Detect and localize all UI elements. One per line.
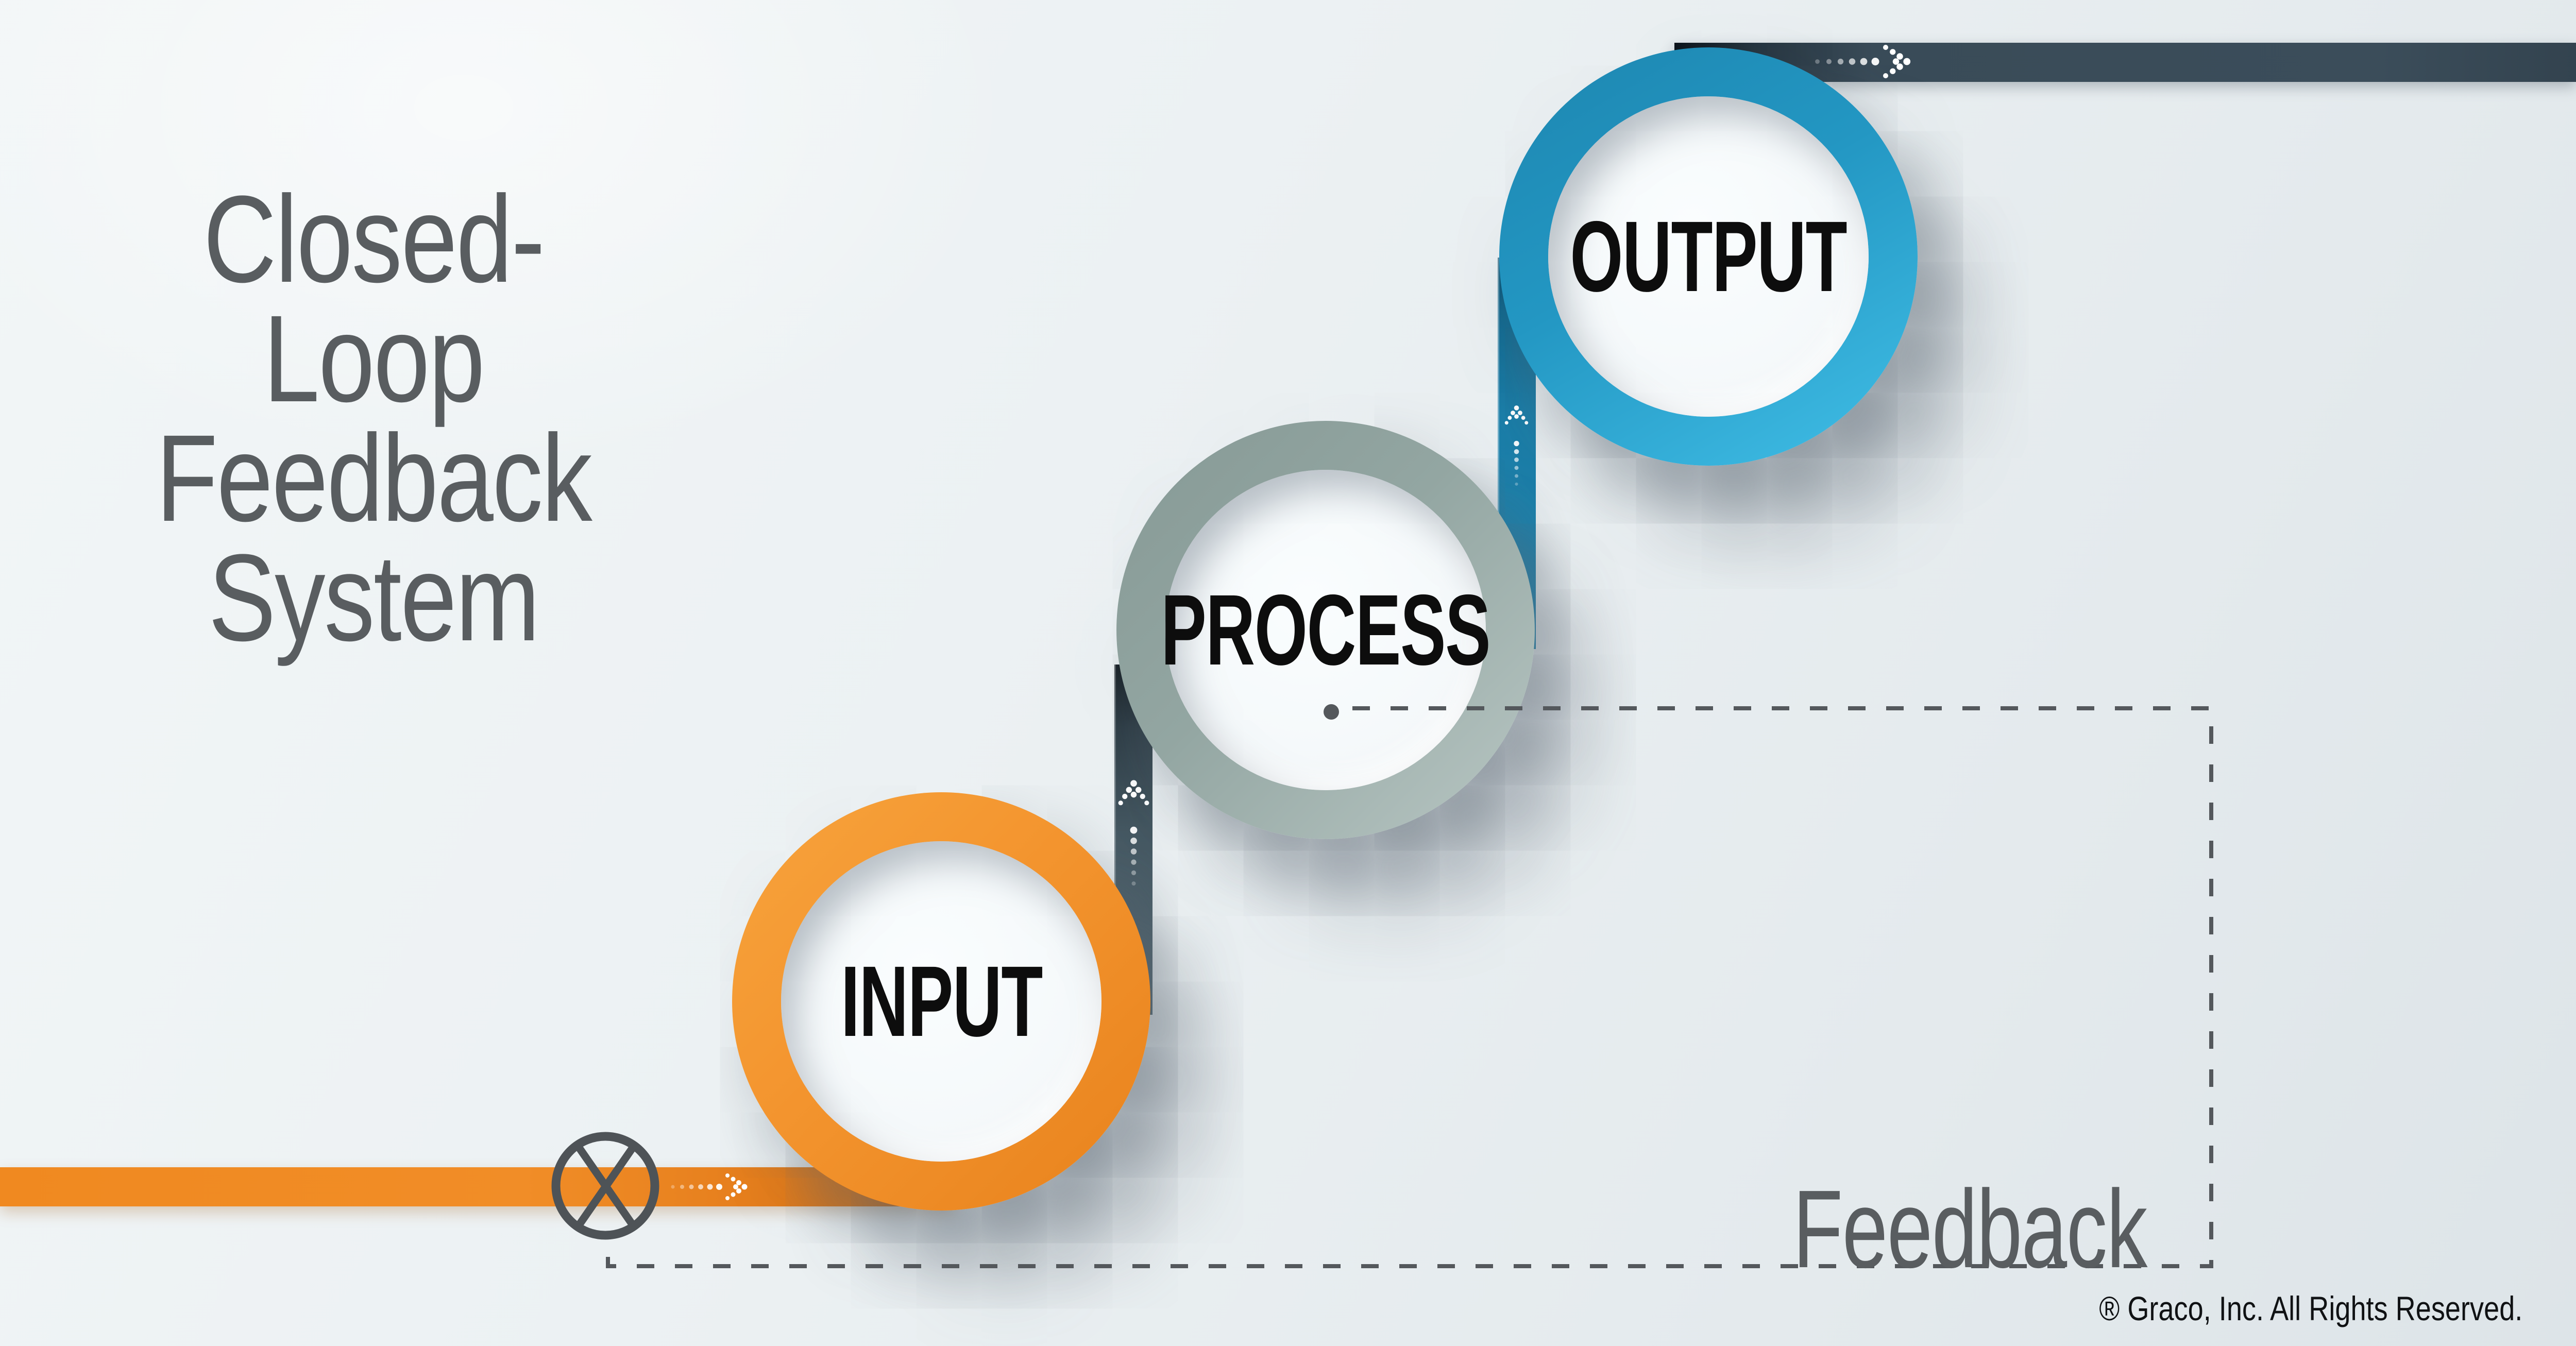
dotted-arrow-right-icon bbox=[670, 1171, 773, 1202]
output-flow-bar bbox=[1674, 43, 2576, 82]
dotted-arrow-up-icon bbox=[1499, 397, 1534, 487]
dotted-arrow-up-icon bbox=[1116, 769, 1151, 887]
node-input: INPUT bbox=[732, 792, 1150, 1211]
page-title: Closed-Loop Feedback System bbox=[131, 170, 617, 667]
title-line-1: Closed-Loop bbox=[203, 170, 545, 428]
copyright-text: ® Graco, Inc. All Rights Reserved. bbox=[2099, 1289, 2522, 1327]
input-label: INPUT bbox=[840, 945, 1043, 1058]
node-output: OUTPUT bbox=[1499, 47, 1918, 466]
input-flow-bar bbox=[0, 1167, 953, 1206]
output-label: OUTPUT bbox=[1570, 200, 1848, 313]
output-inner-circle: OUTPUT bbox=[1548, 96, 1869, 417]
node-process: PROCESS bbox=[1116, 421, 1535, 839]
title-line-2: Feedback bbox=[156, 409, 592, 547]
process-label: PROCESS bbox=[1161, 574, 1491, 686]
input-inner-circle: INPUT bbox=[781, 841, 1101, 1162]
feedback-label: Feedback bbox=[1793, 1167, 2147, 1291]
dotted-arrow-right-icon bbox=[1814, 42, 1942, 81]
process-inner-circle: PROCESS bbox=[1161, 470, 1491, 790]
title-line-3: System bbox=[208, 529, 540, 667]
